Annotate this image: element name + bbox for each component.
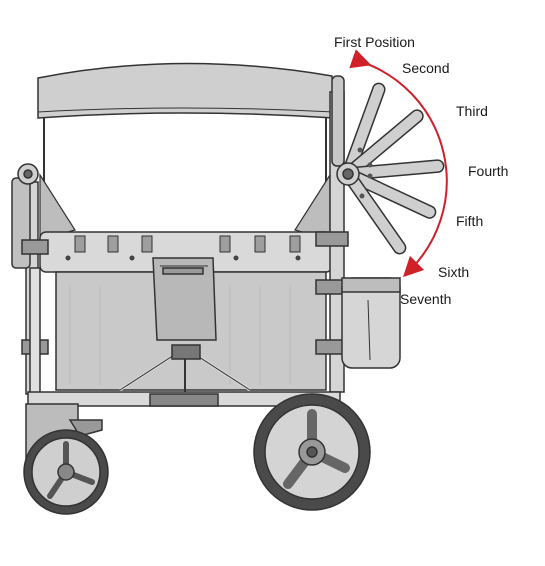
label-seventh: Seventh [400, 291, 451, 307]
label-first-position: First Position [334, 34, 415, 50]
label-fifth: Fifth [456, 213, 483, 229]
label-sixth: Sixth [438, 264, 469, 280]
left-frame [11, 163, 49, 409]
front-wheel [23, 403, 109, 515]
seat-backs [39, 172, 331, 241]
rotation-arrow [349, 49, 448, 278]
bottom-rail [27, 391, 341, 407]
label-third: Third [456, 103, 488, 119]
wagon-body [39, 231, 333, 392]
label-fourth: Fourth [468, 163, 508, 179]
handle-fan [336, 82, 445, 255]
canopy [37, 62, 335, 235]
side-bag [341, 277, 401, 369]
rear-wheel [253, 393, 371, 511]
label-second: Second [402, 60, 449, 76]
